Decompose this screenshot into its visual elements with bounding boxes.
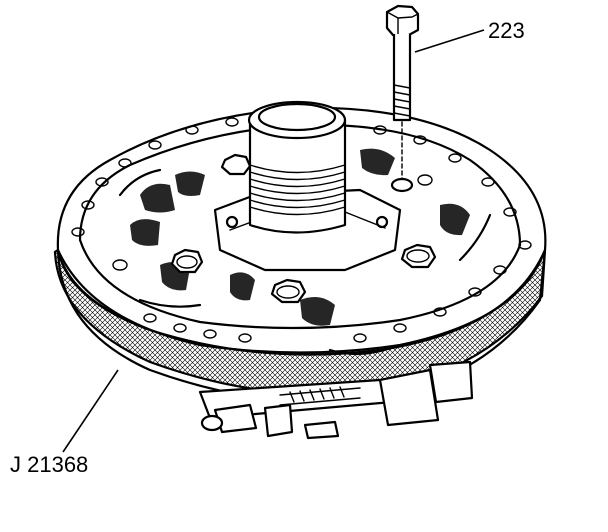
cast-passages — [118, 148, 492, 356]
clamp-buckle — [198, 360, 474, 440]
leader-line-tool — [62, 369, 119, 453]
band-clamp-tool — [53, 248, 547, 440]
bolt-head-left — [170, 248, 204, 274]
bolt-callout-label: 223 — [488, 18, 525, 43]
bolt-head-center — [270, 278, 307, 304]
rim-bolt-holes — [71, 117, 532, 343]
bolt-223 — [385, 4, 420, 193]
bolt-head-right — [400, 243, 437, 269]
body-bolts — [170, 153, 437, 304]
tool-callout-label: J 21368 — [10, 452, 88, 477]
leader-line-223 — [414, 29, 485, 53]
bolt-head-top-left — [220, 153, 252, 176]
stator-shaft — [247, 100, 347, 234]
